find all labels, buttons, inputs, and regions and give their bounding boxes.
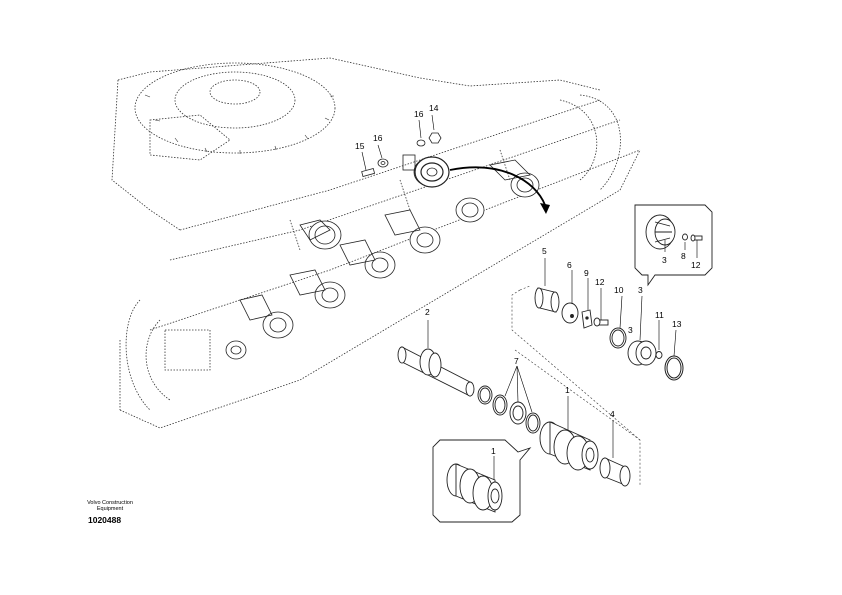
part-5-bushing: [534, 287, 560, 313]
callout-11: 11: [655, 310, 664, 320]
turntable-bolts: [144, 94, 334, 154]
callout-4: 4: [610, 409, 615, 419]
callout-8: 8: [681, 251, 686, 261]
callout-9: 9: [584, 268, 589, 278]
callout-2: 2: [425, 307, 430, 317]
part-4-bushing: [599, 457, 631, 487]
callout-1: 1: [491, 446, 496, 456]
track-roller-2: [384, 209, 441, 254]
undercarriage-frame: [111, 57, 641, 429]
part-1-roller: [539, 421, 599, 471]
part-13-snap-ring: [664, 355, 684, 381]
top-fasteners: [361, 132, 442, 177]
track-roller-4: [239, 294, 294, 339]
callout-16: 16: [373, 133, 383, 143]
callout-1: 1: [565, 385, 570, 395]
callout-12: 12: [595, 277, 605, 287]
exploded-group-bracket: [511, 285, 641, 485]
assembled-rollers: [225, 154, 540, 360]
highlighted-roller: [414, 156, 450, 188]
part-12-bolt: [593, 317, 609, 327]
part-6-plate: [561, 302, 579, 324]
track-roller-3: [289, 269, 346, 309]
callout-15: 15: [355, 141, 365, 151]
callout-10: 10: [614, 285, 624, 295]
removal-arrow: [449, 166, 550, 214]
callout-labels: 14 16 15 16 5 6 9 12 10 3 3 8 12 2 7 11 …: [355, 103, 701, 456]
callout-7: 7: [514, 356, 519, 366]
brand-caption: Volvo Construction Equipment: [80, 500, 140, 512]
track-roller-5: [225, 340, 247, 360]
carrier-roller-4: [489, 159, 540, 198]
part-2-shaft: [397, 346, 475, 397]
carrier-roller-1: [299, 219, 342, 250]
document-number: 1020488: [88, 515, 122, 525]
callout-6: 6: [567, 260, 572, 270]
inset-roller-box: [432, 439, 532, 523]
callout-14: 14: [429, 103, 439, 113]
callout-3: 3: [638, 285, 643, 295]
callout-5: 5: [542, 246, 547, 256]
part-7-rings: [477, 385, 541, 434]
part-9-block: [581, 309, 593, 329]
part-11-plug: [655, 351, 663, 359]
leader-lines: [361, 114, 698, 480]
callout-16: 16: [414, 109, 424, 119]
brand-line-2: Equipment: [96, 506, 124, 512]
part-3-cover: [627, 340, 657, 366]
track-roller-1: [339, 239, 396, 279]
carrier-roller-3: [455, 197, 485, 223]
callout-12: 12: [691, 260, 701, 270]
part-10-oring: [609, 327, 627, 349]
callout-13: 13: [672, 319, 682, 329]
inset-cover-box: [634, 204, 713, 287]
brand-line-1: Volvo Construction: [87, 500, 133, 506]
callout-3: 3: [628, 325, 633, 335]
callout-3: 3: [662, 255, 667, 265]
